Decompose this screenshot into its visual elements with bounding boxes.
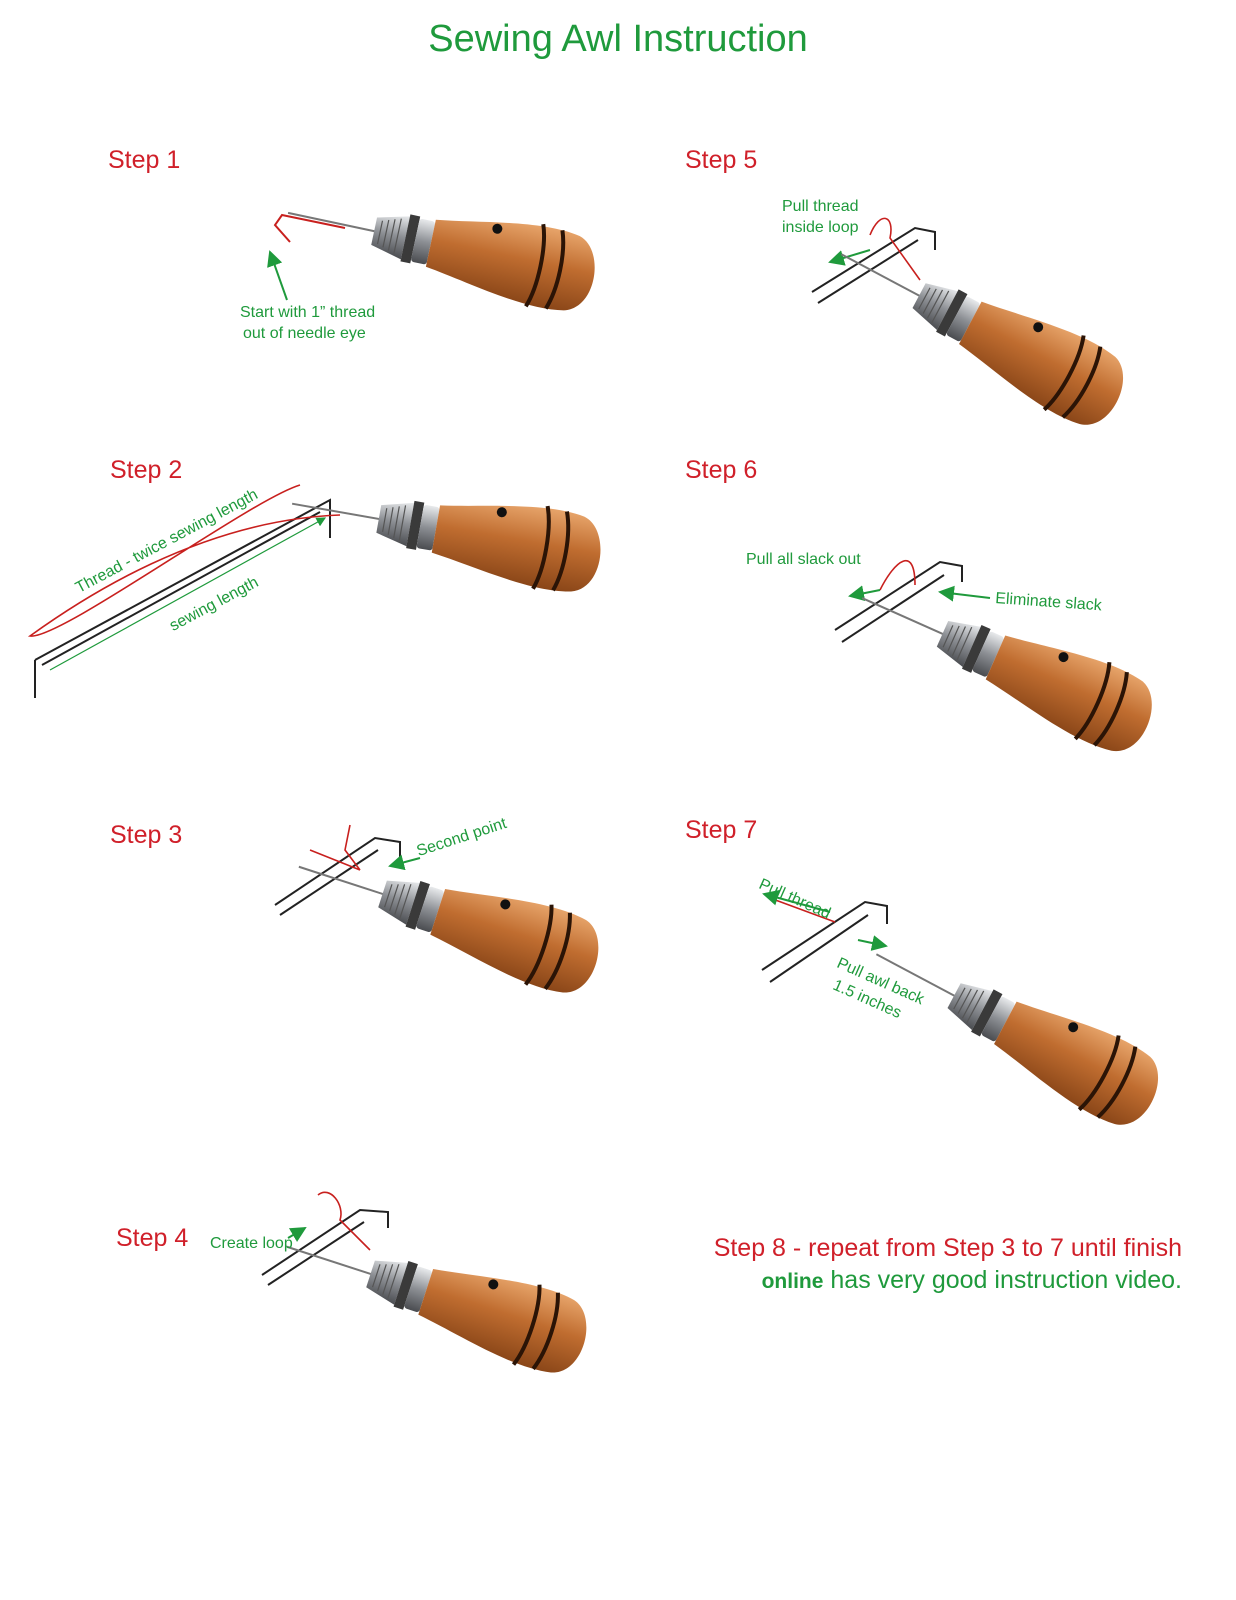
final-line-1: Step 8 - repeat from Step 3 to 7 until f… bbox=[713, 1234, 1182, 1262]
step-2-label: Step 2 bbox=[110, 456, 183, 484]
step-5-note-2: inside loop bbox=[782, 219, 859, 236]
arrow-icon bbox=[267, 250, 288, 301]
step-4-note-1: Create loop bbox=[210, 1235, 293, 1252]
leather-edge-icon bbox=[811, 226, 936, 304]
thread-icon bbox=[769, 897, 836, 923]
leather-edge-icon bbox=[34, 498, 331, 698]
leather-edge-icon bbox=[274, 836, 401, 916]
final-line-2: online has very good instruction video. bbox=[714, 1264, 1182, 1298]
page-title: Sewing Awl Instruction bbox=[428, 18, 808, 60]
step-4-label: Step 4 bbox=[116, 1224, 189, 1252]
thread-icon bbox=[273, 213, 346, 243]
step-7-label: Step 7 bbox=[685, 816, 758, 844]
thread-icon bbox=[869, 217, 921, 281]
step-5-note-1: Pull thread bbox=[782, 198, 859, 215]
arrow-icon bbox=[828, 249, 871, 266]
step-1-note-1: Start with 1” thread bbox=[240, 304, 376, 321]
thread-icon bbox=[27, 484, 341, 637]
thread-icon bbox=[317, 1191, 371, 1251]
final-line-2-rest: has very good instruction video. bbox=[823, 1266, 1182, 1294]
arrow-icon bbox=[848, 585, 881, 602]
arrow-icon bbox=[938, 585, 991, 602]
thread-icon bbox=[879, 560, 916, 591]
step-6-note-1: Pull all slack out bbox=[746, 551, 861, 568]
step-6-label: Step 6 bbox=[685, 456, 758, 484]
leather-edge-icon bbox=[834, 560, 963, 643]
arrow-icon bbox=[762, 889, 831, 913]
arrow-icon bbox=[857, 935, 888, 951]
step-1-label: Step 1 bbox=[108, 146, 181, 174]
arrow-icon bbox=[287, 1226, 307, 1242]
final-instruction: Step 8 - repeat from Step 3 to 7 until f… bbox=[714, 1232, 1182, 1298]
leather-edge-icon bbox=[761, 900, 888, 983]
step-5-label: Step 5 bbox=[685, 146, 758, 174]
online-word: online bbox=[761, 1270, 824, 1293]
arrow-icon bbox=[388, 854, 421, 871]
step-3-label: Step 3 bbox=[110, 821, 183, 849]
sewing-awl-icon bbox=[857, 917, 1172, 1138]
thread-icon bbox=[309, 824, 361, 871]
arrow-icon bbox=[49, 517, 327, 671]
leather-edge-icon bbox=[261, 1208, 389, 1286]
step-1-note-2: out of needle eye bbox=[243, 325, 366, 342]
